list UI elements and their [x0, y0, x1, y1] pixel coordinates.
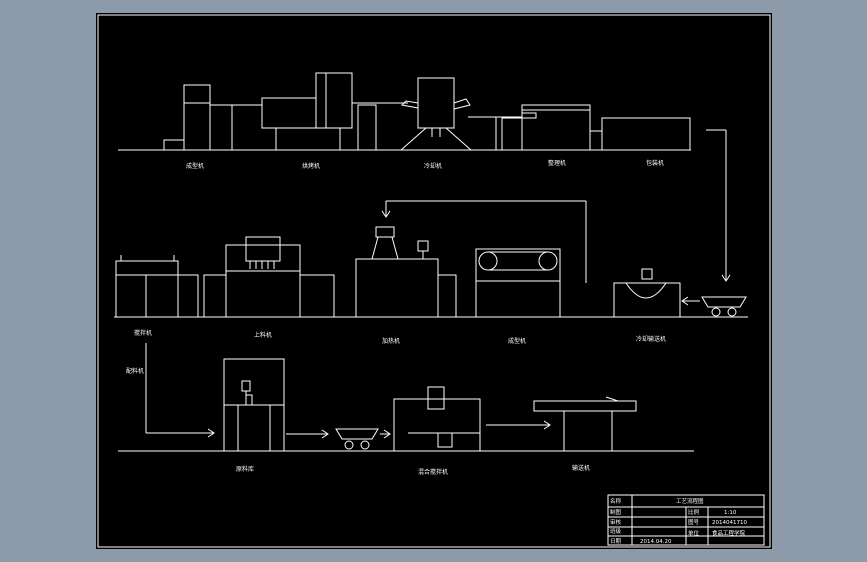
machine-r1-4 [521, 104, 591, 151]
r3-label-2: 配料机 [126, 367, 144, 375]
cart-r3 [335, 428, 379, 440]
r2-label-5: 搅拌机 [134, 329, 152, 337]
tb-scale-label: 比例 [688, 508, 700, 516]
row-2-equipment [114, 200, 748, 318]
drawing-sheet: 成型机 烘烤机 冷却机 整理机 包装机 [96, 13, 772, 549]
r1-label-5: 包装机 [646, 159, 664, 167]
tb-date-value: 2014.04.20 [640, 539, 672, 545]
tb-no-value: 2014041710 [712, 520, 747, 526]
tb-name-label: 名称 [610, 497, 622, 505]
process-flow-drawing: 成型机 烘烤机 冷却机 整理机 包装机 [97, 14, 771, 548]
r2-label-3: 成型机 [508, 337, 526, 345]
machine-r1-3 [417, 77, 455, 129]
r1-label-3: 冷却机 [424, 162, 442, 170]
machine-r3-3 [533, 400, 637, 412]
tb-unit-value: 食品工程学院 [712, 529, 746, 537]
tb-unit-label: 单位 [688, 529, 700, 537]
machine-r2-2 [225, 244, 301, 318]
r1-label-1: 成型机 [186, 162, 204, 170]
machine-r2-4 [475, 248, 561, 318]
flow-arrow-r1-to-r2 [706, 129, 731, 282]
tb-class-label: 班级 [610, 527, 622, 535]
tb-date-label: 日期 [610, 538, 622, 545]
r3-label-4: 输送机 [572, 464, 590, 472]
machine-r3-2 [393, 398, 481, 452]
machine-r1-2 [261, 97, 317, 129]
tb-name-value: 工艺流程图 [676, 497, 704, 505]
tb-scale-value: 1:10 [724, 510, 737, 516]
drawing-border [97, 14, 771, 548]
title-block: 名称 工艺流程图 制图 比例 1:10 审核 图号 2014041710 班级 … [607, 494, 765, 546]
machine-r2-1 [115, 260, 179, 276]
machine-r2-5 [613, 282, 681, 318]
tb-no-label: 图号 [688, 518, 700, 526]
r3-label-1: 原料库 [236, 465, 254, 473]
tb-draw-label: 制图 [610, 508, 622, 516]
row-3-equipment [118, 343, 694, 452]
r2-label-4: 冷却输送机 [636, 335, 666, 343]
machine-r1-1 [183, 84, 211, 151]
row-1-equipment [118, 72, 691, 151]
machine-r2-3 [355, 258, 439, 318]
r1-label-2: 烘烤机 [302, 162, 320, 170]
machine-r1-5 [601, 117, 691, 151]
r2-label-1: 上料机 [254, 331, 272, 339]
r2-label-2: 加热机 [382, 337, 400, 345]
r1-label-4: 整理机 [548, 159, 566, 167]
cart-r2 [701, 296, 747, 308]
tb-check-label: 审核 [610, 518, 622, 526]
r3-label-3: 混合搅拌机 [418, 468, 448, 476]
